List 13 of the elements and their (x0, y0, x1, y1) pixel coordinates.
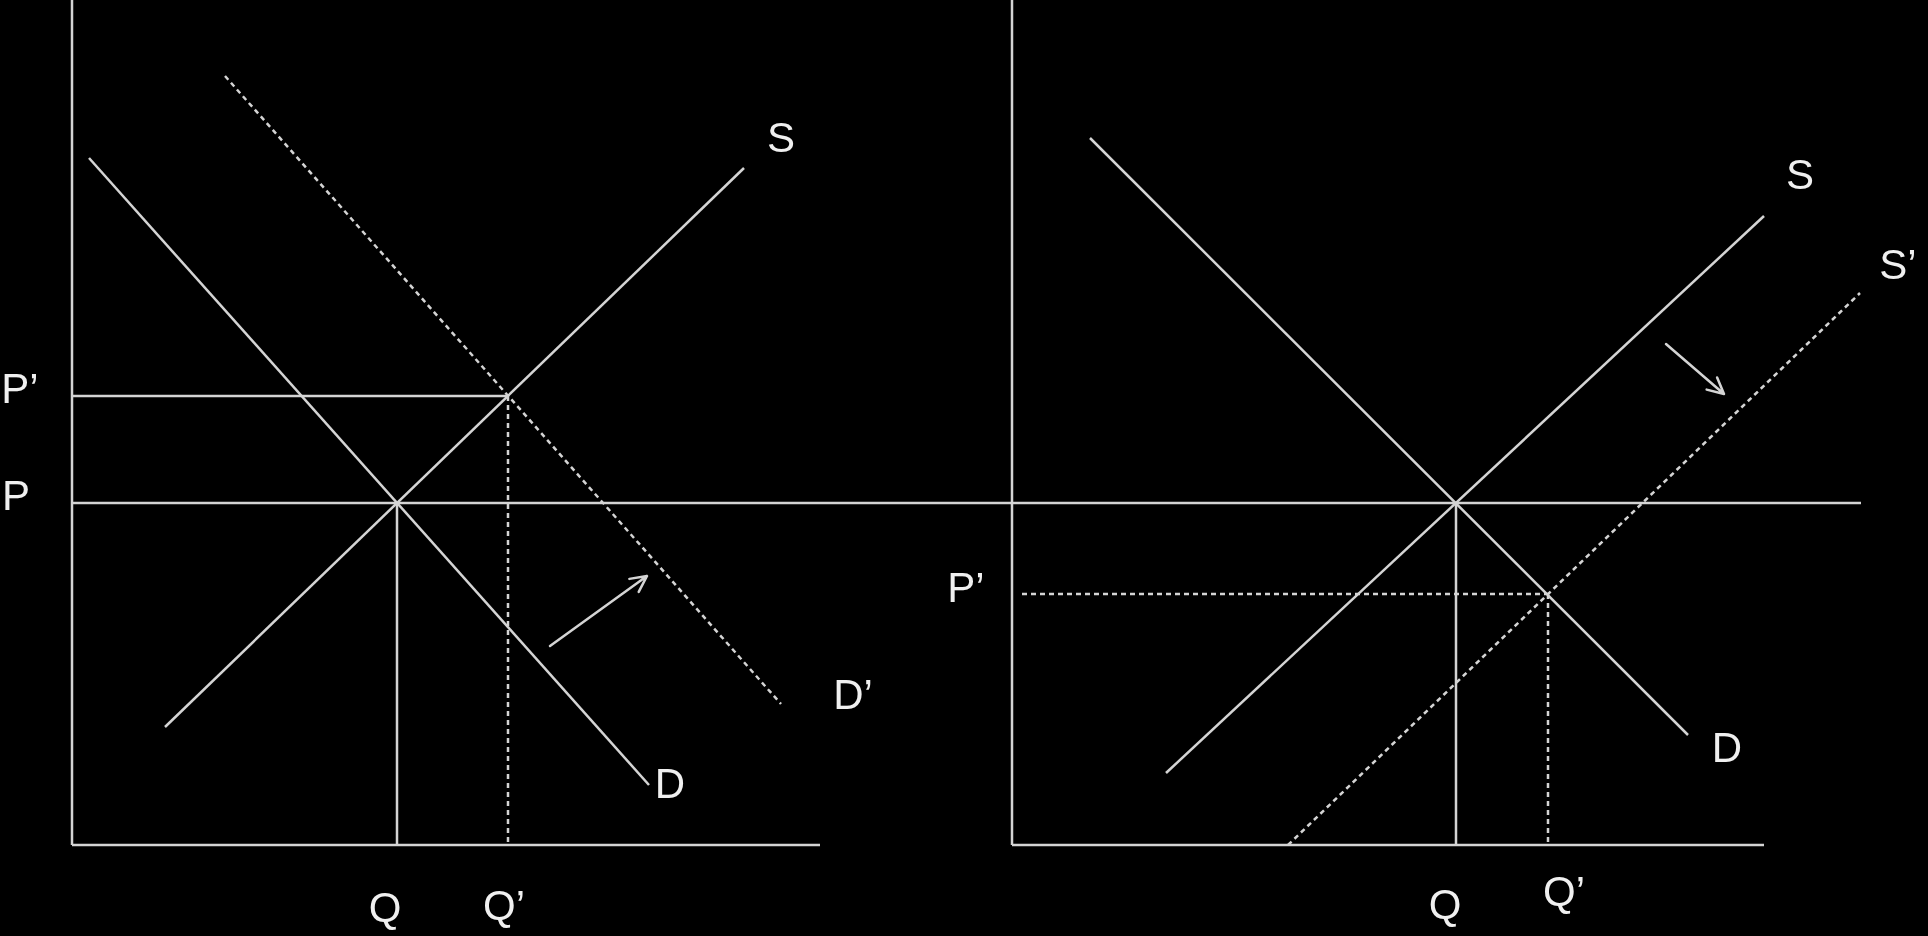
price-label: P’ (947, 567, 985, 609)
curve-label: D (654, 763, 686, 805)
quantity-label: Q (368, 887, 402, 929)
quantity-label: Q’ (1543, 871, 1585, 913)
quantity-label: Q (1428, 884, 1462, 926)
curve-label: D’ (833, 674, 873, 716)
curve-label: S’ (1879, 244, 1917, 286)
curve-label: D (1711, 727, 1743, 769)
price-label: P (2, 475, 30, 517)
curve-label: S (767, 117, 795, 159)
quantity-label: Q’ (483, 885, 525, 927)
price-label: P’ (1, 368, 39, 410)
curve-label: S (1786, 154, 1814, 196)
